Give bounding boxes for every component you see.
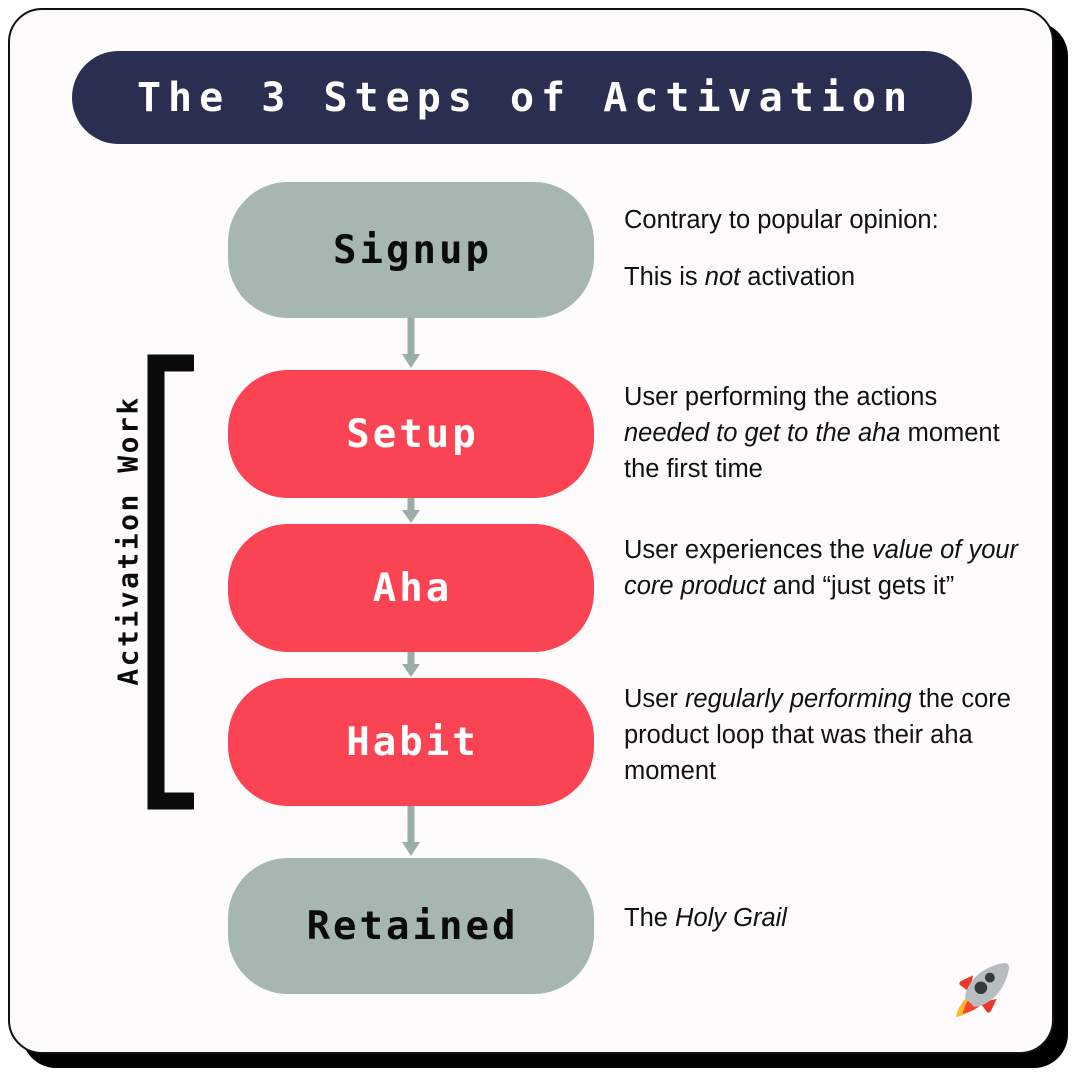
page-title-banner: The 3 Steps of Activation [72,51,972,144]
step-box-retained[interactable]: Retained [228,858,594,994]
connector-setup-to-aha [228,498,594,524]
arrow-down-icon [402,806,420,856]
step-box-aha[interactable]: Aha [228,524,594,652]
step-label-setup: Setup [346,411,479,457]
step-label-aha: Aha [372,565,453,611]
page-title: The 3 Steps of Activation [136,74,915,121]
arrow-down-icon [402,652,420,677]
activation-work-bracket-group: Activation Work [80,354,210,810]
activation-work-label: Activation Work [111,395,145,686]
flow-step-retained[interactable]: Retained [228,858,594,994]
connector-signup-to-setup [228,318,594,370]
step-description-setup: User performing the actions needed to ge… [624,383,1000,484]
connector-aha-to-habit [228,652,594,678]
arrow-down-icon [402,318,420,368]
step-description-habit: User regularly performing the core produ… [624,685,1011,786]
rocket-icon [956,962,1010,1017]
flow-step-setup[interactable]: Setup [228,370,594,498]
flow-step-habit[interactable]: Habit [228,678,594,806]
step-label-retained: Retained [306,903,519,949]
flow-step-aha[interactable]: Aha [228,524,594,652]
connector-habit-to-retained [228,806,594,858]
step-description-aha: User experiences the value of your core … [624,536,1019,601]
step-box-setup[interactable]: Setup [228,370,594,498]
activation-flow: Signup Setup Aha [228,182,594,994]
flow-step-signup[interactable]: Signup [228,182,594,318]
bracket-icon [147,354,194,810]
step-box-habit[interactable]: Habit [228,678,594,806]
infographic-card: The 3 Steps of Activation Activation Wor… [8,8,1054,1054]
step-label-signup: Signup [333,227,492,273]
step-box-signup[interactable]: Signup [228,182,594,318]
step-description-retained: The Holy Grail [624,904,787,932]
arrow-down-icon [402,498,420,523]
step-label-habit: Habit [346,719,479,765]
step-description-signup: Contrary to popular opinion:This is not … [624,206,939,292]
